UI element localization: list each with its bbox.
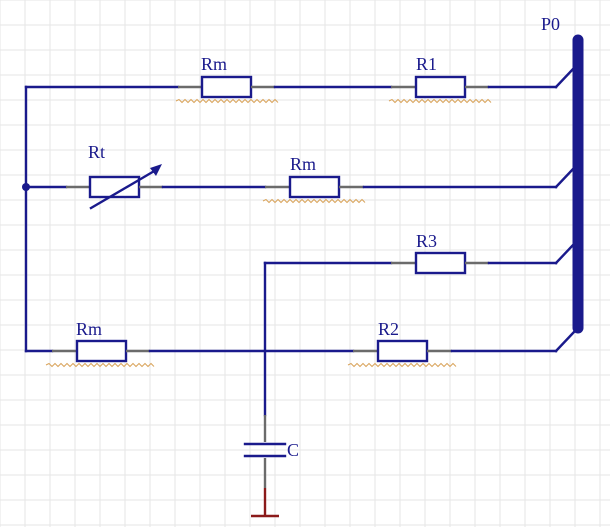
bus-entry-1	[554, 66, 576, 89]
rt-adjust-arrow	[89, 168, 158, 210]
label-r2: R2	[378, 319, 399, 339]
label-cap: C	[287, 440, 299, 460]
bus-entry-2	[554, 166, 576, 189]
label-rm-mid: Rm	[290, 154, 316, 174]
squiggle-r1	[388, 98, 492, 104]
squiggle-rm-mid	[262, 198, 366, 204]
resistor-r3	[414, 251, 467, 275]
bus-entry-3	[554, 242, 576, 265]
squiggle-rm-top	[175, 98, 279, 104]
resistor-r2	[376, 339, 429, 363]
label-r1: R1	[416, 54, 437, 74]
resistor-r1	[414, 75, 467, 99]
resistor-rm-top	[200, 75, 253, 99]
resistor-rm-bottom	[75, 339, 128, 363]
label-bus-p0: P0	[541, 14, 560, 34]
label-r3: R3	[416, 231, 437, 251]
resistor-rm-mid	[288, 175, 341, 199]
rt-arrow-head	[150, 164, 162, 176]
squiggle-rm-bottom	[45, 362, 155, 368]
label-rm-bottom: Rm	[76, 319, 102, 339]
squiggle-r2	[347, 362, 457, 368]
label-rt: Rt	[88, 142, 105, 162]
bus-entry-4	[554, 330, 576, 353]
label-rm-top: Rm	[201, 54, 227, 74]
